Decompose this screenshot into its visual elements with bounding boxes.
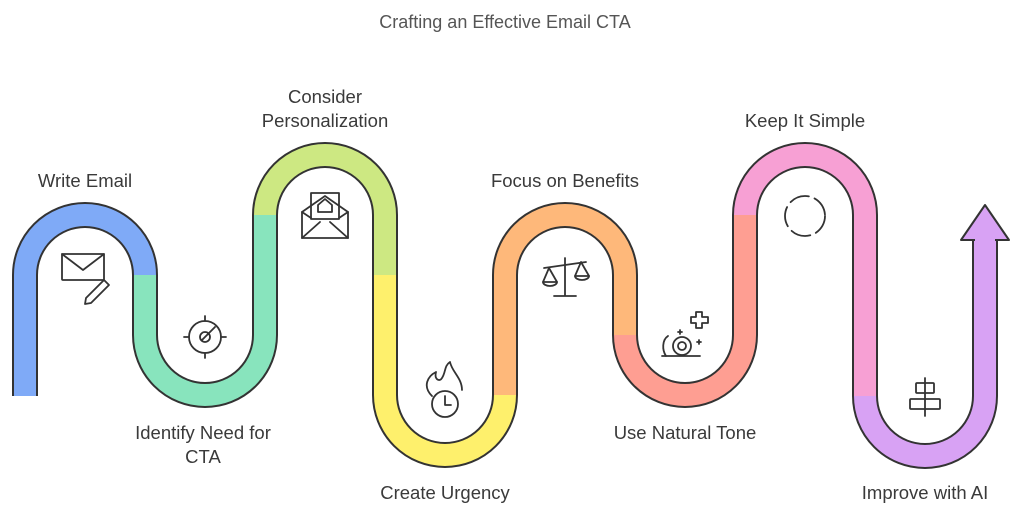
segment-4-fill xyxy=(374,275,516,466)
segment-2-fill xyxy=(134,215,276,406)
envelope-pencil-icon xyxy=(61,253,110,305)
flame-clock-icon xyxy=(425,361,463,418)
label-identify-need: Identify Need for CTA xyxy=(135,422,271,467)
label-natural-tone: Use Natural Tone xyxy=(613,422,757,443)
segment-8-fill xyxy=(854,238,996,467)
label-consider-personalization: Consider Personalization xyxy=(261,86,389,131)
segment-3-fill xyxy=(254,144,396,275)
label-improve-ai: Improve with AI xyxy=(861,482,989,503)
dashed-circle-icon xyxy=(784,195,826,237)
label-focus-benefits: Focus on Benefits xyxy=(490,170,640,191)
label-keep-simple: Keep It Simple xyxy=(744,110,866,131)
align-bars-icon xyxy=(909,377,941,417)
snail-sparkle-icon xyxy=(661,311,709,357)
segment-7-keep-simple xyxy=(732,142,878,396)
diagram-title: Crafting an Effective Email CTA xyxy=(379,12,631,32)
target-compass-icon xyxy=(183,315,227,359)
envelope-house-icon xyxy=(301,192,349,239)
label-write-email: Write Email xyxy=(37,170,133,191)
segment-5-fill xyxy=(494,204,636,395)
arrow-head-icon xyxy=(960,204,1010,241)
segment-1-fill xyxy=(14,204,156,396)
segment-7-fill xyxy=(734,144,876,396)
balance-scale-icon xyxy=(542,257,590,297)
label-create-urgency: Create Urgency xyxy=(380,482,510,503)
segment-6-fill xyxy=(614,215,756,406)
